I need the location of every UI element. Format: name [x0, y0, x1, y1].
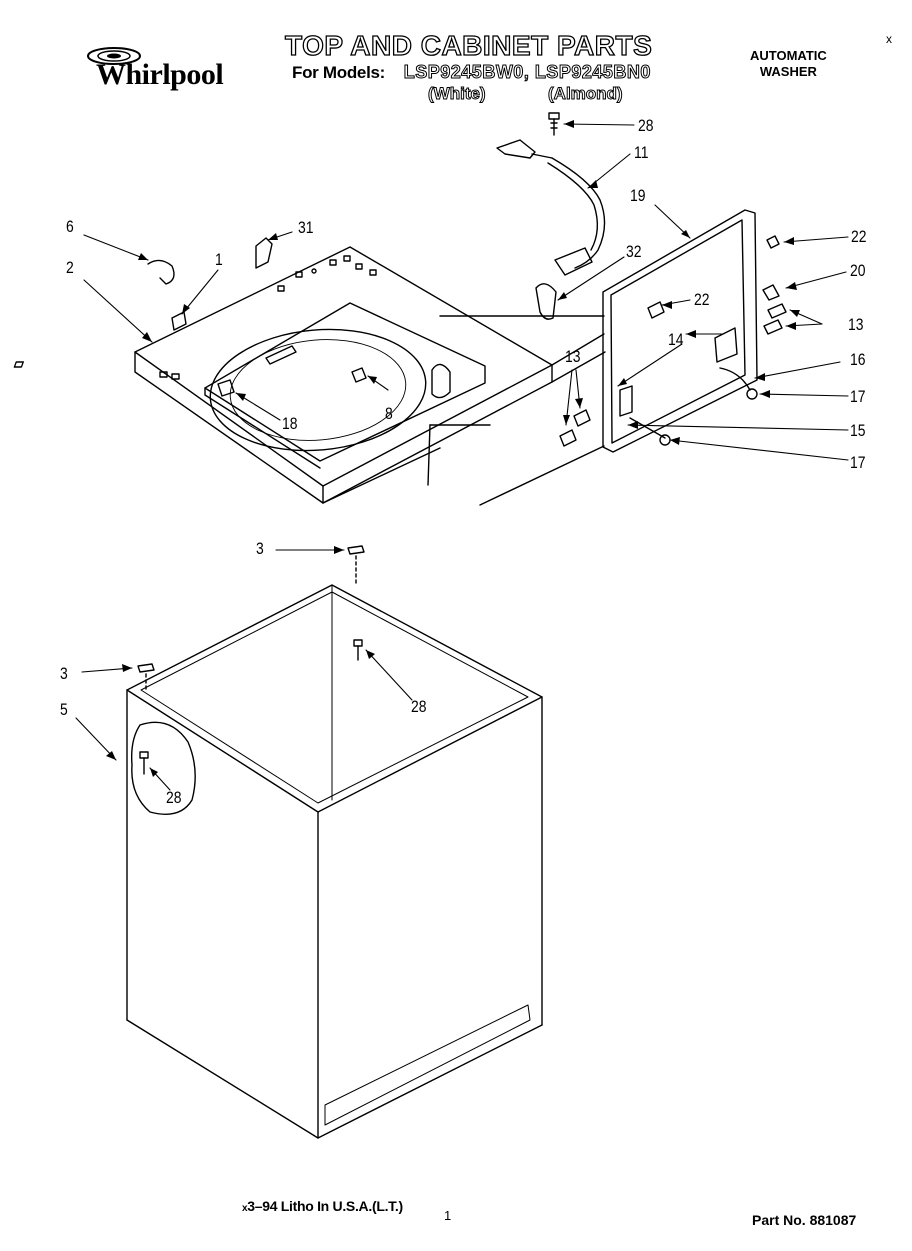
footer-mark: x: [242, 1203, 248, 1214]
callout-13-right: 13: [848, 315, 864, 334]
litho-text: 3–94 Litho In U.S.A.(L.T.): [247, 1198, 403, 1214]
callout-15: 15: [850, 421, 866, 440]
screw-part-top: [548, 112, 560, 136]
callout-14: 14: [668, 330, 684, 349]
callout-28-low: 28: [166, 788, 182, 807]
callout-17-upper: 17: [850, 387, 866, 406]
callout-3-upper: 3: [256, 539, 264, 558]
callout-17-lower: 17: [850, 453, 866, 472]
whirlpool-swirl-icon: [87, 47, 141, 65]
callout-8: 8: [385, 404, 393, 423]
product-line-2: WASHER: [759, 64, 817, 79]
callout-6: 6: [66, 217, 74, 236]
model-numbers: LSP9245BW0, LSP9245BN0: [403, 62, 651, 83]
washer-cabinet: [126, 545, 543, 1139]
callout-32: 32: [626, 242, 642, 261]
corner-mark: x: [886, 32, 892, 46]
callout-20: 20: [850, 261, 866, 280]
control-panel-frame: [439, 209, 758, 506]
color-white: (White): [428, 84, 487, 104]
leader-arrowheads: [106, 120, 800, 777]
page-title: TOP AND CABINET PARTS: [284, 29, 653, 61]
page-number: 1: [444, 1208, 452, 1223]
top-small-parts: [147, 237, 367, 397]
whirlpool-logo: Whirlpool: [86, 44, 236, 96]
panel-fasteners: [559, 235, 787, 447]
callout-28-mid: 28: [411, 697, 427, 716]
wire-harness-part: [496, 139, 606, 320]
callout-16: 16: [850, 350, 866, 369]
litho-note: x3–94 Litho In U.S.A.(L.T.): [242, 1198, 403, 1214]
callout-22-right: 22: [851, 227, 867, 246]
callout-18: 18: [282, 414, 298, 433]
color-almond: (Almond): [548, 84, 624, 104]
callout-28-top: 28: [638, 116, 654, 135]
callout-31: 31: [298, 218, 314, 237]
washer-top-panel: [13, 246, 553, 504]
callout-22-mid: 22: [694, 290, 710, 309]
product-type: AUTOMATIC WASHER: [750, 48, 827, 80]
part-number: Part No. 881087: [752, 1212, 857, 1228]
callout-1: 1: [215, 250, 223, 269]
callout-5: 5: [60, 700, 68, 719]
callout-13-left: 13: [565, 347, 581, 366]
leader-lines: [75, 123, 849, 791]
callout-19: 19: [630, 186, 646, 205]
product-line-1: AUTOMATIC: [750, 48, 827, 63]
brand-wordmark: Whirlpool: [96, 58, 224, 91]
models-label: For Models:: [292, 63, 386, 82]
models-line: For Models: LSP9245BW0, LSP9245BN0: [292, 62, 651, 83]
callout-11: 11: [634, 143, 649, 162]
callout-2: 2: [66, 258, 74, 277]
callout-3-lower: 3: [60, 664, 68, 683]
